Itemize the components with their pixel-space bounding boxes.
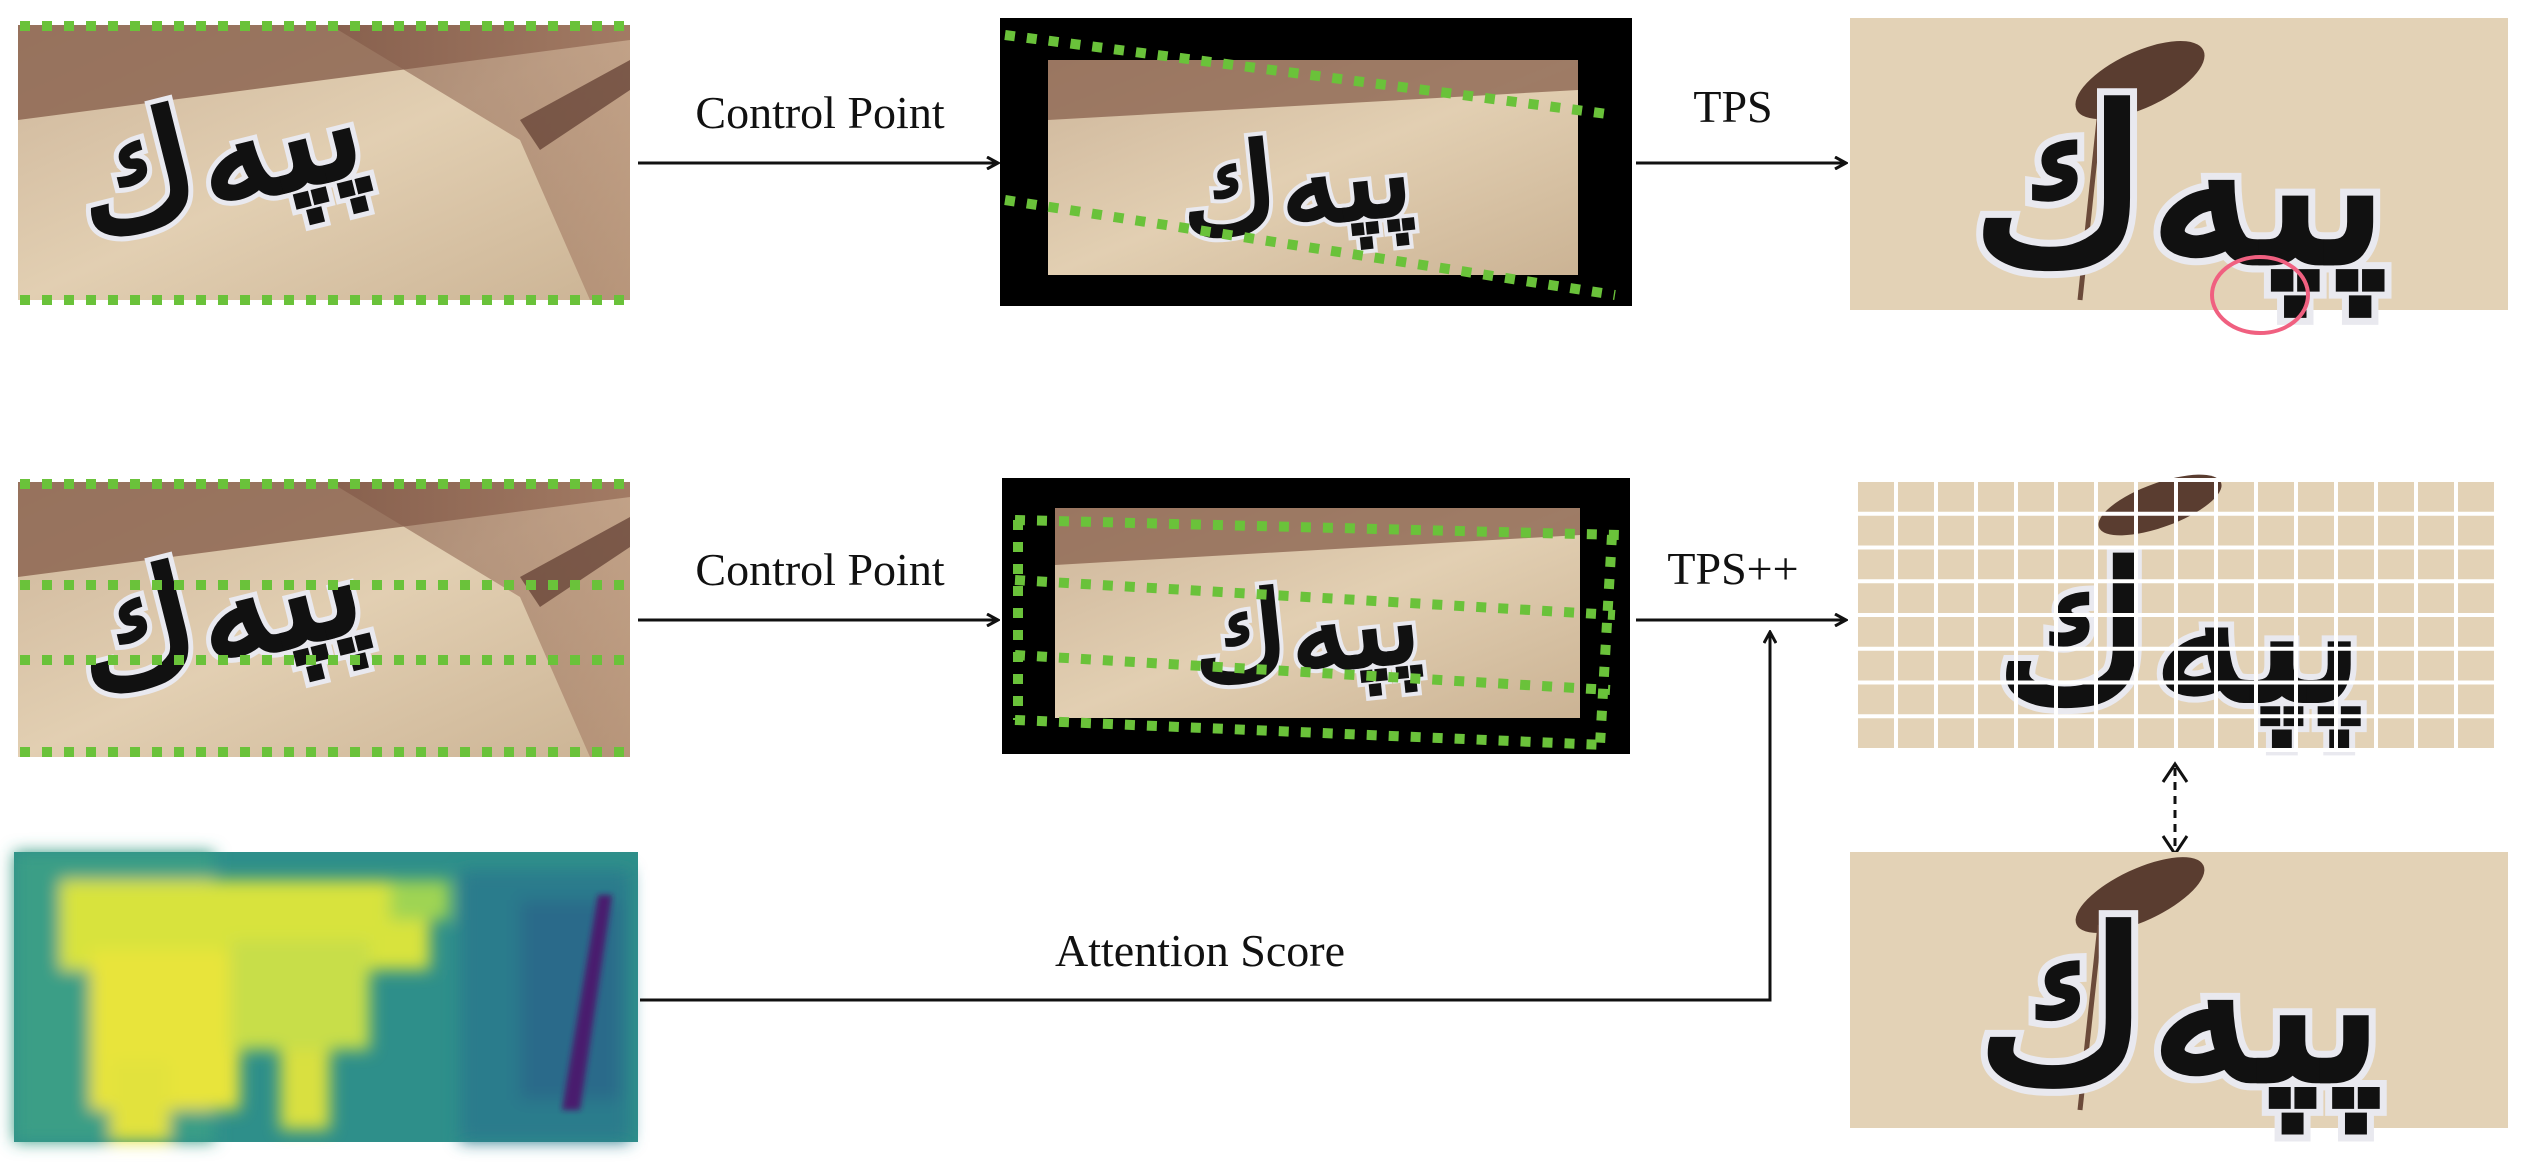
- attention-score-arrow: Attention Score: [640, 632, 1770, 1002]
- row1-control-point-label: Control Point: [695, 87, 944, 138]
- row2-tps-plus-label: TPS++: [1667, 543, 1798, 594]
- row1-tps-label: TPS: [1693, 81, 1772, 132]
- deformation-grid: [1854, 478, 2498, 752]
- sign-text-row1-output: پپەك: [1964, 63, 2395, 325]
- row2-control-point-arrow: Control Point: [638, 544, 998, 620]
- control-point-line: [1004, 30, 1616, 120]
- bidirectional-dashed-arrow: [2161, 761, 2189, 857]
- control-point-line: [1014, 715, 1606, 750]
- control-point-line: [1004, 195, 1616, 300]
- row2-tps-plus-arrow: TPS++: [1636, 543, 1846, 620]
- row2-final-output-image: پپەك: [1850, 852, 2508, 1142]
- control-point-lines: [20, 21, 1621, 757]
- row1-control-point-arrow: Control Point: [638, 87, 998, 163]
- row1-tps-output-image: پپەك: [1850, 18, 2508, 335]
- row1-control-point-image: پپەك: [1000, 18, 1632, 306]
- svg-text:پپەك: پپەك: [1976, 894, 2384, 1135]
- row2-input-image: پپەك: [18, 482, 630, 757]
- row2-control-point-label: Control Point: [695, 544, 944, 595]
- highlight-circle: [2210, 255, 2310, 335]
- attention-heatmap: [14, 852, 638, 1142]
- row1-input-image: پپەك: [18, 25, 630, 300]
- row2-tps-plus-grid-image: پپەك: [1854, 474, 2498, 756]
- svg-text:پپەك: پپەك: [1971, 70, 2388, 318]
- row1-tps-arrow: TPS: [1636, 81, 1846, 163]
- row2-control-point-image: پپەك: [1002, 478, 1630, 754]
- sign-text-row2-final: پپەك: [1969, 887, 2391, 1142]
- attention-score-label: Attention Score: [1055, 925, 1345, 976]
